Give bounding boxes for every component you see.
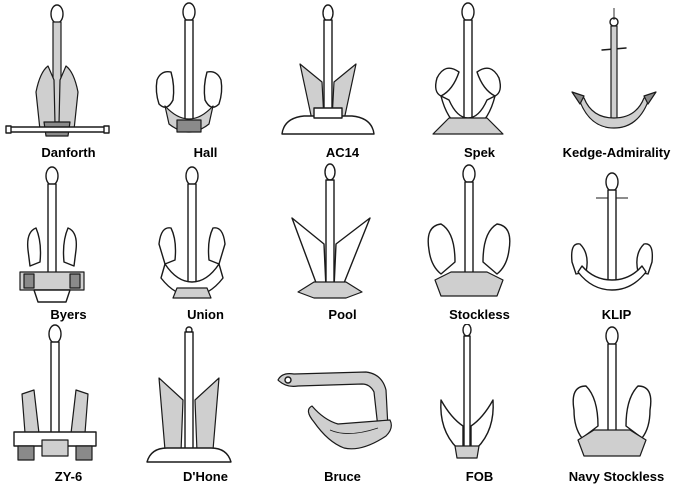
anchor-dhone: D'Hone xyxy=(137,324,274,486)
anchor-byers: Byers xyxy=(0,162,137,324)
union-anchor-drawing xyxy=(158,166,226,299)
dhone-anchor-drawing xyxy=(146,326,232,463)
anchor-pool: Pool xyxy=(274,162,411,324)
anchor-label: KLIP xyxy=(601,307,632,322)
anchor-label: Byers xyxy=(50,307,87,322)
anchor-hall: Hall xyxy=(137,0,274,162)
anchor-label: Stockless xyxy=(449,307,510,322)
anchor-union: Union xyxy=(137,162,274,324)
ac14-anchor-drawing xyxy=(281,4,375,135)
anchor-zy6: ZY-6 xyxy=(0,324,137,486)
anchor-label: ZY-6 xyxy=(54,469,83,484)
anchor-bruce: Bruce xyxy=(274,324,411,486)
klip-anchor-drawing xyxy=(570,172,654,291)
pool-anchor-drawing xyxy=(291,163,371,299)
anchor-label: D'Hone xyxy=(183,469,228,484)
anchor-klip: KLIP xyxy=(548,162,685,324)
hall-anchor-drawing xyxy=(155,2,223,133)
bruce-anchor-drawing xyxy=(277,371,392,450)
fob-anchor-drawing xyxy=(440,324,494,459)
anchor-ac14: AC14 xyxy=(274,0,411,162)
danforth-anchor-drawing xyxy=(5,4,110,137)
byers-anchor-drawing xyxy=(19,166,85,303)
anchor-label: Navy Stockless xyxy=(568,469,665,484)
anchor-spek: Spek xyxy=(411,0,548,162)
anchor-label: Hall xyxy=(193,145,218,160)
anchor-label: AC14 xyxy=(325,145,360,160)
anchor-navy-stockless: Navy Stockless xyxy=(548,324,685,486)
anchor-label: Danforth xyxy=(41,145,96,160)
spek-anchor-drawing xyxy=(432,2,504,135)
navy-stockless-anchor-drawing xyxy=(572,326,652,457)
anchor-label: Union xyxy=(187,307,224,322)
stockless-anchor-drawing xyxy=(427,164,511,297)
anchor-label: FOB xyxy=(465,469,494,484)
anchor-fob: FOB xyxy=(411,324,548,486)
anchor-danforth: Danforth xyxy=(0,0,137,162)
anchor-stockless: Stockless xyxy=(411,162,548,324)
zy6-anchor-drawing xyxy=(13,324,97,461)
anchor-label: Bruce xyxy=(324,469,361,484)
anchor-kedge-admiralty: Kedge-Admirality xyxy=(548,0,685,162)
anchor-label: Spek xyxy=(463,145,496,160)
anchor-label: Kedge-Admirality xyxy=(562,145,671,160)
anchor-label: Pool xyxy=(328,307,357,322)
kedge-admiralty-anchor-drawing xyxy=(571,8,657,129)
